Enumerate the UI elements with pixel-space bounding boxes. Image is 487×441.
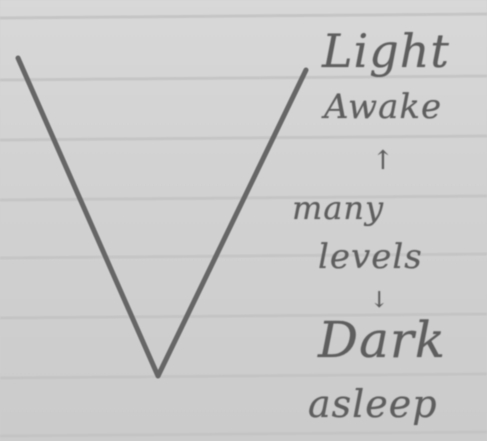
label-asleep: asleep — [308, 382, 438, 426]
label-awake: Awake — [324, 87, 443, 127]
label-dark: Dark — [318, 311, 447, 369]
label-light: Light — [322, 24, 450, 78]
label-many: many — [292, 189, 385, 227]
down-arrow-icon: ↓ — [370, 288, 390, 313]
label-levels: levels — [318, 237, 423, 277]
up-arrow-icon: ↑ — [372, 146, 395, 176]
